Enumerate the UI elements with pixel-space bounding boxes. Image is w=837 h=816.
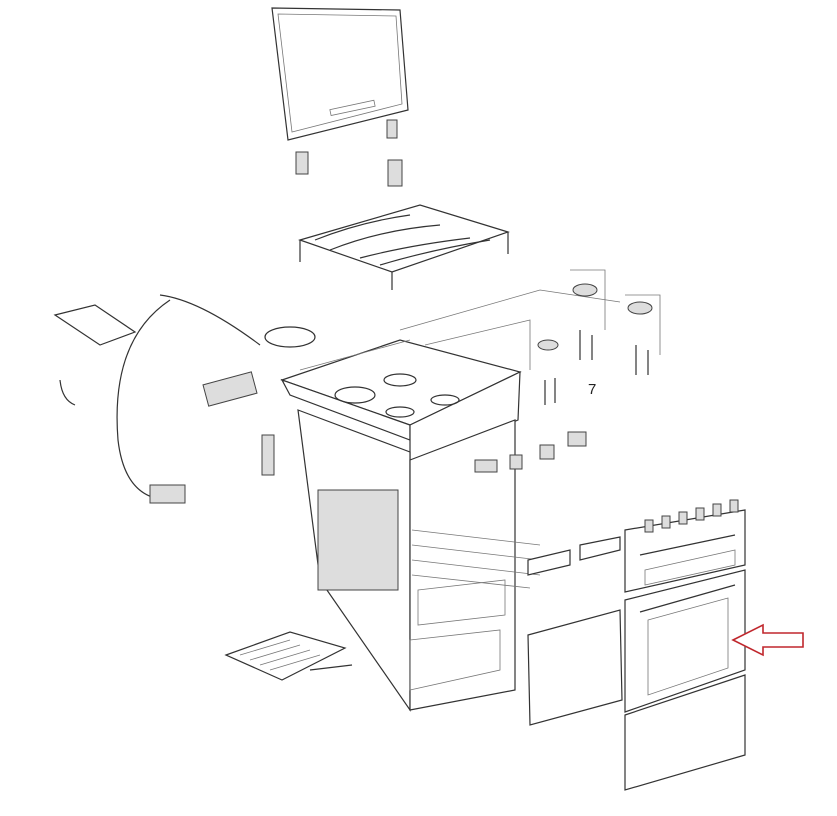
grill-pan [224, 631, 353, 681]
door-glass-panels [527, 536, 623, 726]
glass-lid [271, 7, 409, 141]
burner-assemblies [399, 269, 661, 405]
wiring-harness [53, 294, 261, 504]
cooker-body [297, 409, 541, 712]
door-indicator-arrow [731, 623, 804, 657]
switch-block [202, 371, 275, 476]
control-knobs [474, 431, 587, 473]
hob-top [280, 339, 522, 466]
hotplate [264, 326, 316, 348]
part-callout-number: 7 [588, 381, 597, 398]
front-door-assembly [624, 499, 746, 791]
lid-hinges [295, 119, 403, 187]
pan-support [298, 204, 510, 290]
